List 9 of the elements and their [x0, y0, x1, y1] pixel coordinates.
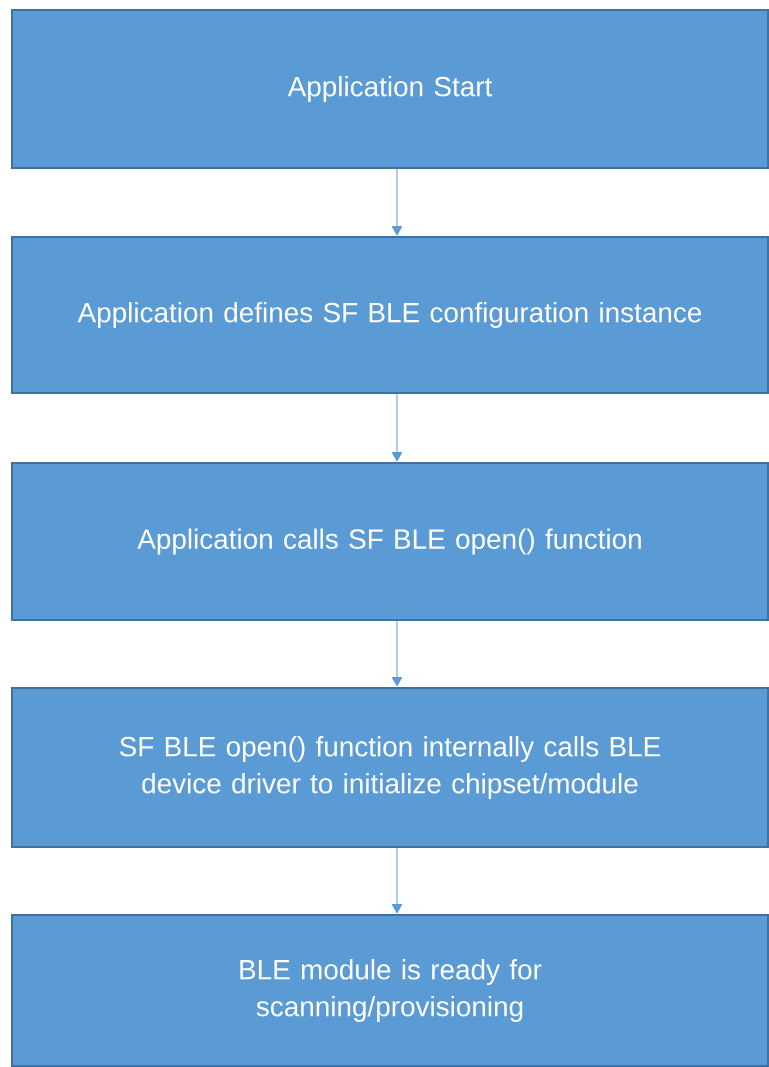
process-box: Application defines SF BLE configuration instance [11, 236, 769, 394]
process-box: SF BLE open() function internally calls BLE device driver to initialize chipset/module [11, 687, 769, 848]
process-box: Application calls SF BLE open() function [11, 462, 769, 621]
arrow [391, 847, 403, 914]
arrow [391, 620, 403, 687]
arrow [391, 393, 403, 462]
process-box: Application Start [11, 9, 769, 169]
arrow [391, 168, 403, 236]
process-box: BLE module is ready for scanning/provisioning [11, 914, 769, 1067]
